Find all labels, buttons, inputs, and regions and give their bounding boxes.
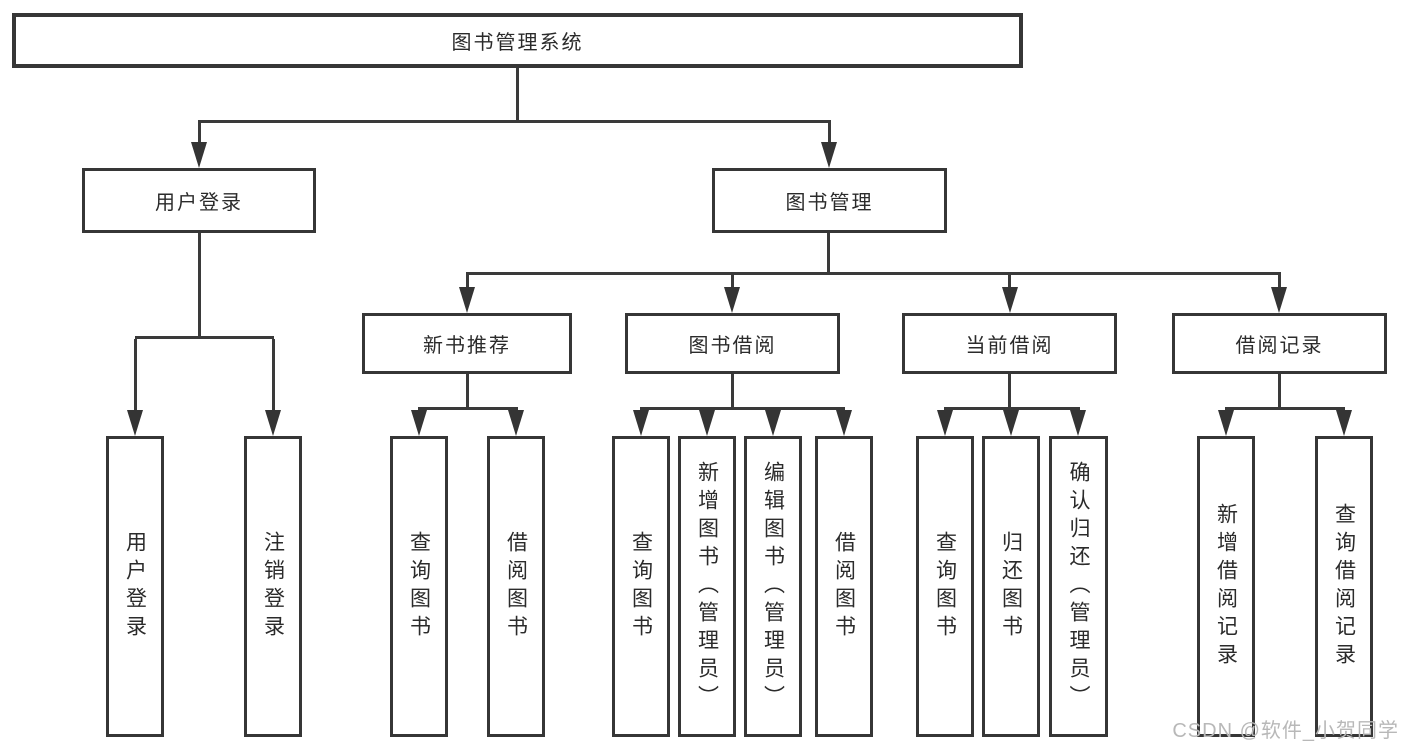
leaf-query-book-borrow: 查询图书: [612, 436, 670, 737]
arrow-down-icon: [1002, 287, 1018, 313]
connector-line: [640, 407, 845, 410]
node-new-book-recommend-label: 新书推荐: [423, 335, 511, 357]
connector-line: [272, 339, 275, 410]
node-root-label: 图书管理系统: [451, 32, 584, 54]
leaf-add-borrow-record: 新增借阅记录: [1197, 436, 1255, 737]
leaf-query-book-recommend-label: 查询图书: [407, 530, 431, 643]
connector-line: [1278, 374, 1281, 407]
arrow-down-icon: [411, 410, 427, 436]
node-user-login: 用户登录: [82, 168, 316, 233]
connector-line: [466, 374, 469, 407]
connector-line: [731, 374, 734, 407]
arrow-down-icon: [633, 410, 649, 436]
arrow-down-icon: [699, 410, 715, 436]
arrow-down-icon: [459, 287, 475, 313]
connector-line: [418, 407, 518, 410]
arrow-down-icon: [127, 410, 143, 436]
connector-line: [1225, 407, 1345, 410]
arrow-down-icon: [724, 287, 740, 313]
leaf-borrow-book-borrow-label: 借阅图书: [832, 530, 856, 643]
node-book-management-label: 图书管理: [785, 192, 874, 214]
arrow-down-icon: [1218, 410, 1234, 436]
connector-line: [466, 272, 1281, 275]
connector-line: [944, 407, 1080, 410]
leaf-borrow-book-recommend: 借阅图书: [487, 436, 545, 737]
connector-line: [198, 233, 201, 336]
leaf-query-borrow-record-label: 查询借阅记录: [1332, 502, 1356, 671]
arrow-down-icon: [265, 410, 281, 436]
watermark: CSDN @软件_小贺同学: [1172, 720, 1399, 742]
arrow-down-icon: [821, 142, 837, 168]
connector-line: [1008, 275, 1011, 287]
leaf-add-book-admin: 新增图书（管理员）: [678, 436, 736, 737]
leaf-borrow-book-borrow: 借阅图书: [815, 436, 873, 737]
arrow-down-icon: [191, 142, 207, 168]
leaf-confirm-return-admin-label: 确认归还（管理员）: [1067, 460, 1090, 713]
leaf-query-book-recommend: 查询图书: [390, 436, 448, 737]
leaf-user-login-label: 用户登录: [123, 530, 147, 643]
connector-line: [198, 123, 201, 142]
connector-line: [731, 275, 734, 287]
connector-line: [1008, 374, 1011, 407]
connector-line: [828, 123, 831, 142]
connector-line: [466, 275, 469, 287]
leaf-edit-book-admin-label: 编辑图书（管理员）: [761, 460, 785, 713]
arrow-down-icon: [937, 410, 953, 436]
leaf-return-book-label: 归还图书: [999, 530, 1023, 643]
leaf-logout-login: 注销登录: [244, 436, 302, 737]
leaf-add-borrow-record-label: 新增借阅记录: [1214, 502, 1238, 671]
leaf-query-borrow-record: 查询借阅记录: [1315, 436, 1373, 737]
node-current-borrow-label: 当前借阅: [965, 335, 1054, 357]
connector-line: [516, 68, 519, 121]
arrow-down-icon: [765, 410, 781, 436]
node-book-borrow: 图书借阅: [625, 313, 840, 374]
leaf-return-book: 归还图书: [982, 436, 1040, 737]
node-root: 图书管理系统: [12, 13, 1023, 68]
leaf-confirm-return-admin: 确认归还（管理员）: [1049, 436, 1108, 737]
connector-line: [198, 120, 831, 123]
arrow-down-icon: [836, 410, 852, 436]
arrow-down-icon: [1271, 287, 1287, 313]
node-current-borrow: 当前借阅: [902, 313, 1117, 374]
arrow-down-icon: [1003, 410, 1019, 436]
connector-line: [135, 336, 274, 339]
leaf-add-book-admin-label: 新增图书（管理员）: [695, 460, 719, 713]
arrow-down-icon: [508, 410, 524, 436]
leaf-query-book-borrow-label: 查询图书: [629, 530, 653, 643]
leaf-edit-book-admin: 编辑图书（管理员）: [744, 436, 802, 737]
arrow-down-icon: [1070, 410, 1086, 436]
node-book-borrow-label: 图书借阅: [688, 335, 777, 357]
leaf-query-book-current-label: 查询图书: [933, 530, 957, 643]
node-new-book-recommend: 新书推荐: [362, 313, 572, 374]
connector-line: [134, 339, 137, 410]
connector-line: [1278, 275, 1281, 287]
leaf-query-book-current: 查询图书: [916, 436, 974, 737]
connector-line: [827, 233, 830, 272]
node-book-management: 图书管理: [712, 168, 947, 233]
arrow-down-icon: [1336, 410, 1352, 436]
leaf-borrow-book-recommend-label: 借阅图书: [504, 530, 528, 643]
node-borrow-record: 借阅记录: [1172, 313, 1387, 374]
node-user-login-label: 用户登录: [155, 192, 243, 214]
leaf-user-login: 用户登录: [106, 436, 164, 737]
leaf-logout-login-label: 注销登录: [261, 530, 285, 643]
node-borrow-record-label: 借阅记录: [1235, 335, 1324, 357]
